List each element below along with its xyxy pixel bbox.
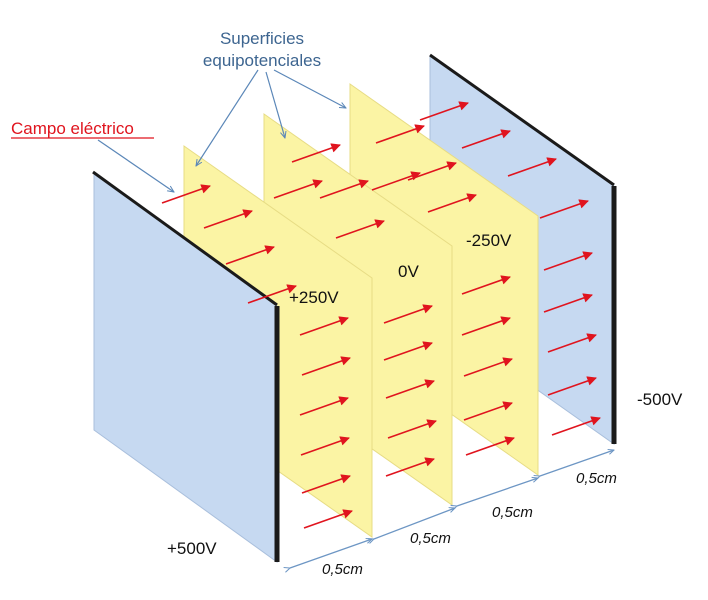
title-callouts	[196, 69, 346, 166]
field-arrow	[319, 179, 369, 199]
callout-surface-1	[196, 69, 259, 166]
callout-field	[97, 139, 174, 192]
field-arrow	[461, 275, 511, 295]
dim-line-3	[457, 478, 538, 506]
field-arrow	[547, 376, 597, 396]
surface-label-minus-250: -250V	[466, 231, 512, 250]
distance-label-2: 0,5cm	[410, 530, 451, 547]
plate-label-positive: +500V	[167, 539, 217, 558]
field-arrow	[419, 101, 469, 121]
field-arrow	[463, 401, 513, 421]
field-arrow	[543, 251, 593, 271]
field-arrow	[461, 316, 511, 336]
field-arrow	[299, 316, 349, 336]
surface-label-zero: 0V	[398, 262, 419, 281]
field-arrow	[301, 356, 351, 376]
distance-label-4: 0,5cm	[576, 470, 617, 487]
field-arrow	[303, 509, 353, 529]
field-arrow	[465, 436, 515, 456]
dim-line-1	[290, 539, 372, 568]
field-arrow	[427, 193, 477, 213]
field-arrow	[161, 184, 211, 204]
callout-surface-2	[265, 71, 285, 138]
distance-label-1: 0,5cm	[322, 561, 363, 578]
field-arrow	[383, 341, 433, 361]
field-arrow	[385, 457, 435, 477]
field-arrow	[371, 171, 421, 191]
field-arrow	[299, 396, 349, 416]
field-arrow	[539, 199, 589, 219]
field-arrow	[507, 157, 557, 177]
dim-line-2	[374, 508, 455, 539]
field-arrow	[301, 474, 351, 494]
field-arrow	[461, 129, 511, 149]
field-arrow	[385, 379, 435, 399]
dimension-lines	[290, 450, 614, 568]
callout-surface-3	[273, 69, 346, 108]
field-arrows	[161, 101, 601, 529]
field-arrow	[291, 143, 341, 163]
plate-label-negative: -500V	[637, 390, 683, 409]
field-arrow	[407, 161, 457, 181]
distance-label-3: 0,5cm	[492, 504, 533, 521]
title-line-1: Superficies	[220, 29, 304, 48]
field-arrow	[335, 219, 385, 239]
positive-plate-top-edge	[92, 170, 278, 307]
field-arrow	[273, 179, 323, 199]
field-arrow	[387, 419, 437, 439]
negative-plate-top-edge	[429, 53, 615, 187]
field-arrow	[203, 209, 253, 229]
field-label: Campo eléctrico	[11, 119, 134, 138]
field-arrow	[375, 124, 425, 144]
field-arrow	[543, 293, 593, 313]
field-arrow	[225, 245, 275, 265]
field-arrow	[383, 304, 433, 324]
field-arrow	[247, 284, 297, 304]
field-arrow	[551, 416, 601, 436]
field-arrow	[463, 357, 513, 377]
field-arrow	[547, 333, 597, 353]
surface-label-plus-250: +250V	[289, 288, 339, 307]
field-arrow	[300, 436, 350, 456]
title-line-2: equipotenciales	[203, 51, 321, 70]
dim-line-4	[540, 450, 614, 476]
